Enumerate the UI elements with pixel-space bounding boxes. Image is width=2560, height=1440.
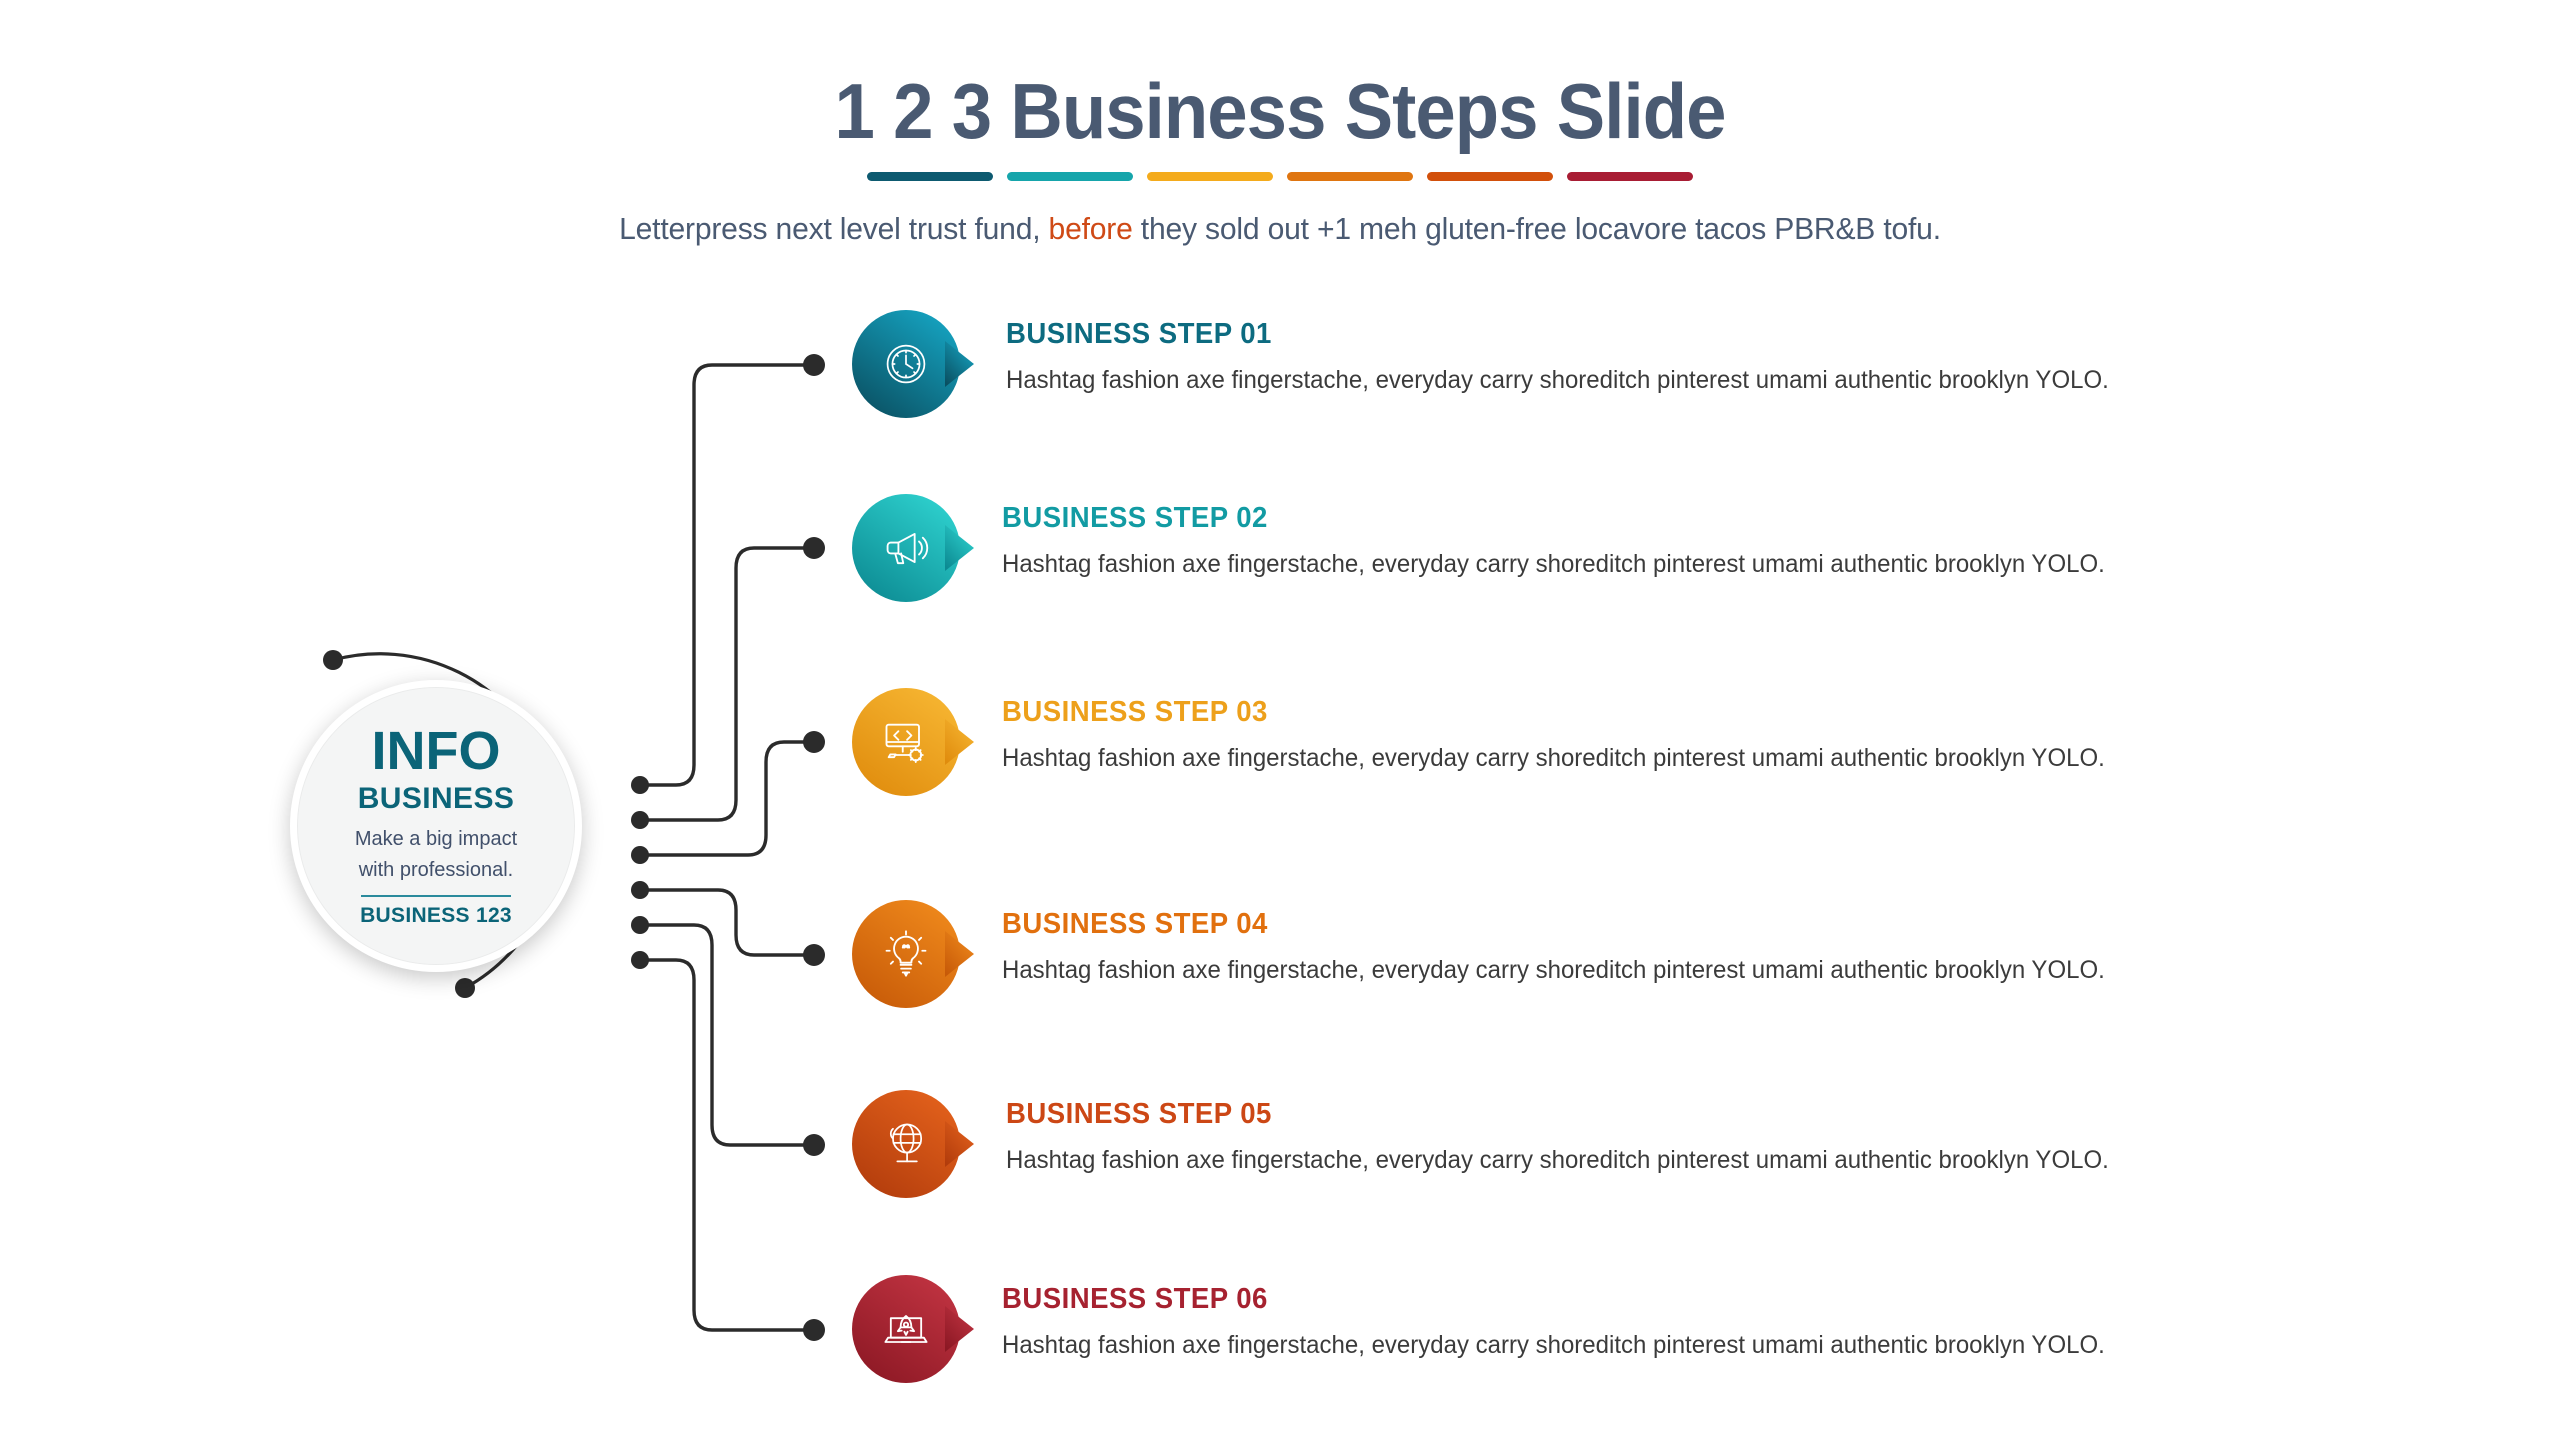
center-desc-line-2: with professional. [358, 859, 514, 881]
accent-bar-4 [1287, 172, 1413, 181]
hub-dot-e [631, 916, 649, 934]
globe-icon [880, 1118, 932, 1170]
megaphone-icon [880, 522, 932, 574]
step-icon-bubble-1[interactable] [850, 308, 978, 420]
end-dot-c [803, 731, 825, 753]
subtitle-text-before: Letterpress next level trust fund, [619, 211, 1049, 246]
step-heading-1: BUSINESS STEP 01 [1006, 318, 1272, 350]
step-body-2: Hashtag fashion axe fingerstache, everyd… [1002, 550, 2105, 578]
end-dot-d [803, 944, 825, 966]
accent-bar-5 [1427, 172, 1553, 181]
page-title: 1 2 3 Business Steps Slide [834, 67, 1726, 155]
rocket-laptop-icon [880, 1303, 932, 1355]
subtitle-text-after: they sold out +1 meh gluten-free locavor… [1132, 211, 1941, 246]
accent-bar-6 [1567, 172, 1693, 181]
center-info-circle: INFO BUSINESS Make a big impact with pro… [270, 650, 582, 998]
route-1 [640, 363, 814, 787]
end-dot-b [803, 537, 825, 559]
route-3 [640, 740, 814, 857]
center-divider [361, 895, 511, 897]
hub-dot-a [631, 776, 649, 794]
accent-bar-group [0, 172, 2560, 181]
hub-dot-d [631, 881, 649, 899]
step-body-6: Hashtag fashion axe fingerstache, everyd… [1002, 1331, 2105, 1359]
end-dot-a [803, 354, 825, 376]
step-body-3: Hashtag fashion axe fingerstache, everyd… [1002, 744, 2105, 772]
step-body-4: Hashtag fashion axe fingerstache, everyd… [1002, 956, 2105, 984]
lightbulb-icon [880, 928, 932, 980]
subtitle-highlight: before [1048, 211, 1133, 246]
route-2 [640, 546, 814, 822]
hub-dot-c [631, 846, 649, 864]
center-description: Make a big impact with professional. [355, 824, 517, 886]
step-icon-bubble-3[interactable] [850, 686, 978, 798]
center-info-title: INFO [371, 721, 501, 781]
step-heading-6: BUSINESS STEP 06 [1002, 1283, 1268, 1315]
step-heading-5: BUSINESS STEP 05 [1006, 1098, 1272, 1130]
orbit-dot-top [323, 650, 343, 670]
clock-icon [880, 338, 932, 390]
center-circle-body: INFO BUSINESS Make a big impact with pro… [290, 680, 582, 972]
route-5 [640, 923, 814, 1147]
step-body-1: Hashtag fashion axe fingerstache, everyd… [1006, 366, 2109, 394]
end-dot-e [803, 1134, 825, 1156]
center-tag: BUSINESS 123 [360, 904, 512, 927]
accent-bar-3 [1147, 172, 1273, 181]
accent-bar-1 [867, 172, 993, 181]
step-heading-4: BUSINESS STEP 04 [1002, 908, 1268, 940]
orbit-dot-bottom [455, 978, 475, 998]
route-4 [640, 888, 814, 957]
step-icon-bubble-5[interactable] [850, 1088, 978, 1200]
step-icon-bubble-2[interactable] [850, 492, 978, 604]
step-heading-2: BUSINESS STEP 02 [1002, 502, 1268, 534]
step-heading-3: BUSINESS STEP 03 [1002, 696, 1268, 728]
step-body-5: Hashtag fashion axe fingerstache, everyd… [1006, 1146, 2109, 1174]
hub-dot-f [631, 951, 649, 969]
code-monitor-icon [880, 716, 932, 768]
center-business-title: BUSINESS [357, 782, 515, 815]
center-desc-line-1: Make a big impact [354, 828, 518, 850]
hub-dot-b [631, 811, 649, 829]
accent-bar-2 [1007, 172, 1133, 181]
step-icon-bubble-6[interactable] [850, 1273, 978, 1385]
page-subtitle: Letterpress next level trust fund, befor… [38, 211, 2521, 247]
step-icon-bubble-4[interactable] [850, 898, 978, 1010]
end-dot-f [803, 1319, 825, 1341]
route-6 [640, 958, 814, 1332]
header: 1 2 3 Business Steps Slide Letterpress n… [0, 0, 2560, 247]
